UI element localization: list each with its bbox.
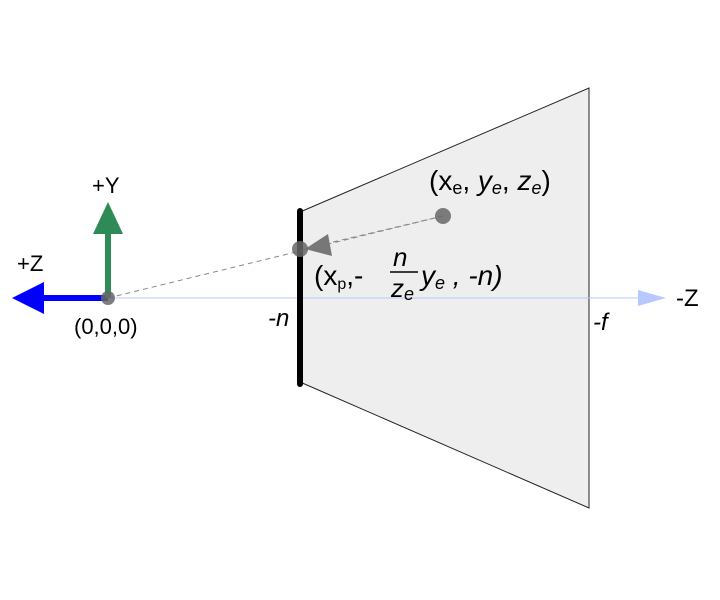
positive-z-arrowhead bbox=[12, 282, 44, 314]
origin-label: (0,0,0) bbox=[74, 314, 138, 339]
origin-point bbox=[101, 291, 115, 305]
projected-point-label: (xp,- n ze ye , -n) bbox=[314, 242, 503, 304]
eye-point-label: (xe, ye, ze) bbox=[429, 165, 551, 198]
fraction-denominator: ze bbox=[390, 273, 414, 304]
plus-z-label: +Z bbox=[17, 251, 43, 276]
negative-z-arrowhead bbox=[638, 290, 666, 306]
eye-point bbox=[435, 208, 451, 224]
minus-z-label: -Z bbox=[676, 285, 699, 312]
projection-ray bbox=[107, 215, 444, 299]
projected-point bbox=[292, 241, 308, 257]
y-axis-arrowhead bbox=[93, 202, 123, 234]
projection-arrow bbox=[311, 215, 444, 248]
far-label: -f bbox=[593, 309, 610, 336]
svg-text:(xp,-: (xp,- bbox=[314, 260, 363, 293]
fraction-numerator: n bbox=[393, 242, 407, 272]
projection-arrowhead bbox=[305, 234, 332, 256]
svg-text:ye , -n): ye , -n) bbox=[419, 260, 503, 293]
near-label: -n bbox=[268, 305, 289, 332]
plus-y-label: +Y bbox=[92, 173, 120, 198]
